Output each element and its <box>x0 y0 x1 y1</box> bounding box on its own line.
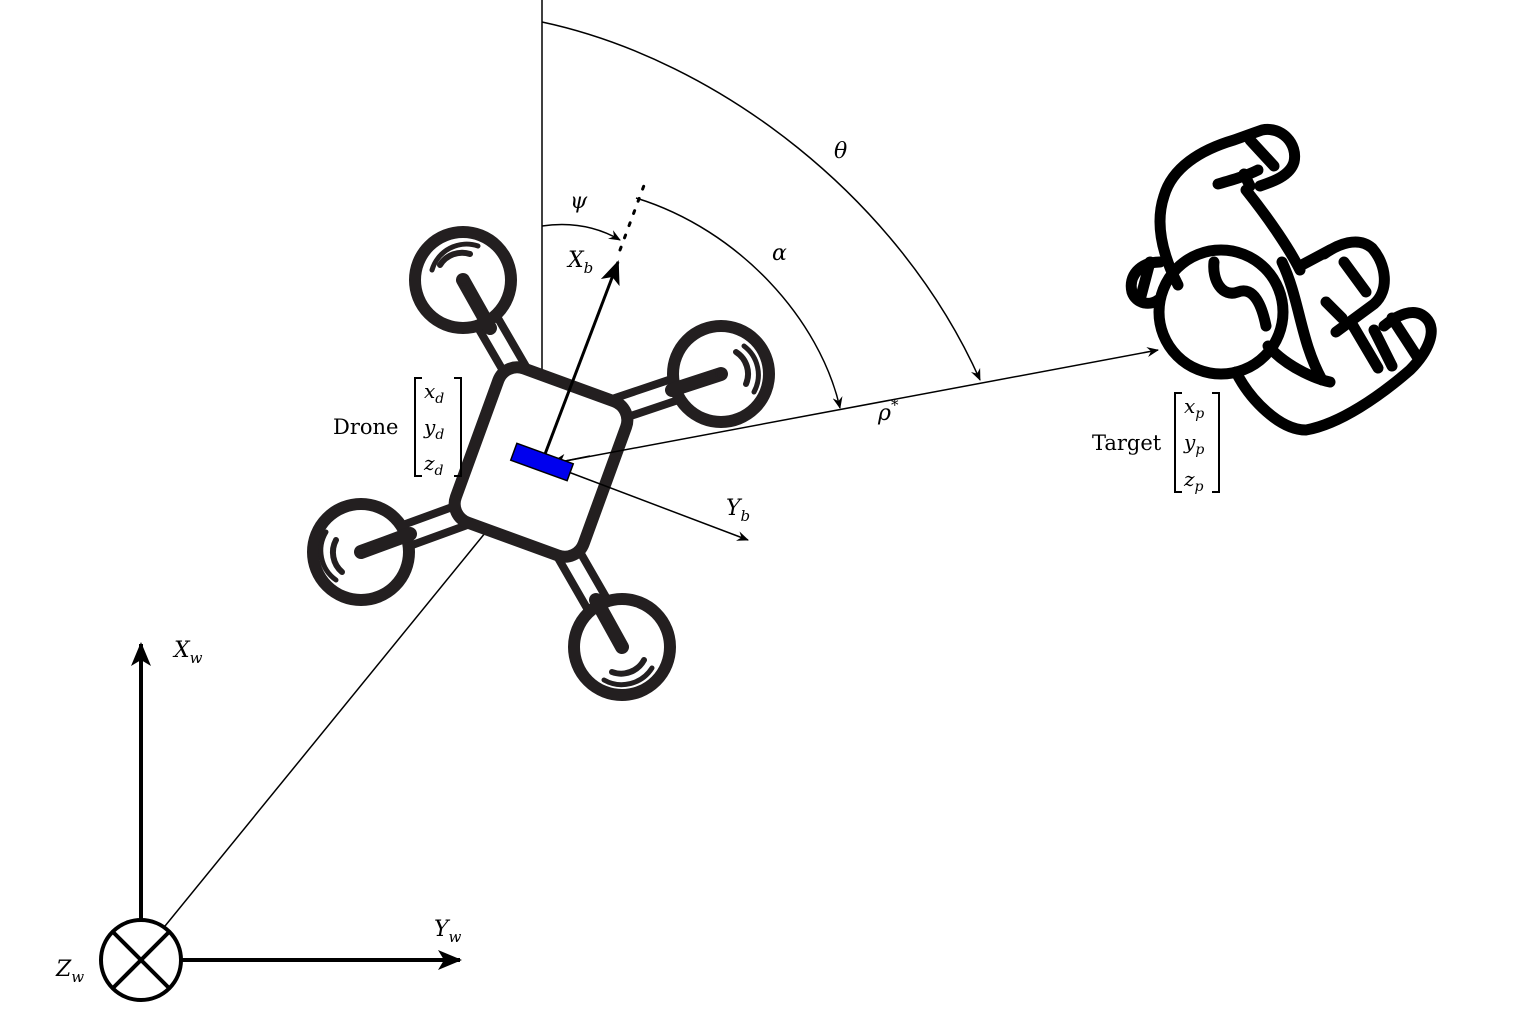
theta-arc <box>541 21 981 381</box>
target-vector-x: xp <box>1184 394 1204 422</box>
body-y-axis-label: Yb <box>726 496 750 525</box>
drone-vector-y: yd <box>423 415 444 443</box>
target-position-bracket <box>1174 392 1220 493</box>
drone-position-bracket <box>414 377 462 477</box>
target-vector-z: zp <box>1183 467 1204 495</box>
psi-arc <box>541 223 621 241</box>
drone-center-marker <box>509 442 575 482</box>
drone-vector-z: zd <box>423 451 444 479</box>
drone-position-vector <box>151 466 540 943</box>
alpha-label: α <box>772 241 787 266</box>
alpha-arc <box>635 197 843 409</box>
target-label: Target <box>1092 431 1162 455</box>
body-x-axis-label: Xb <box>566 248 593 277</box>
world-y-axis-label: Yw <box>434 917 462 946</box>
world-z-axis-into-page-icon <box>99 918 183 1002</box>
rho-star-label: ρ* <box>877 396 899 426</box>
psi-label: ψ <box>570 189 588 214</box>
body-y-axis <box>541 461 749 541</box>
drone-vector-x: xd <box>424 379 444 407</box>
world-z-axis-label: Zw <box>55 957 84 986</box>
person-topview-icon <box>1125 124 1437 436</box>
body-x-axis <box>540 260 620 463</box>
rho-star-line <box>559 347 1159 463</box>
drone-label: Drone <box>333 415 398 439</box>
world-x-axis-label: Xw <box>172 638 203 667</box>
theta-label: θ <box>834 139 847 164</box>
target-vector-y: yp <box>1183 430 1204 458</box>
heading-dotted-line <box>618 178 648 252</box>
